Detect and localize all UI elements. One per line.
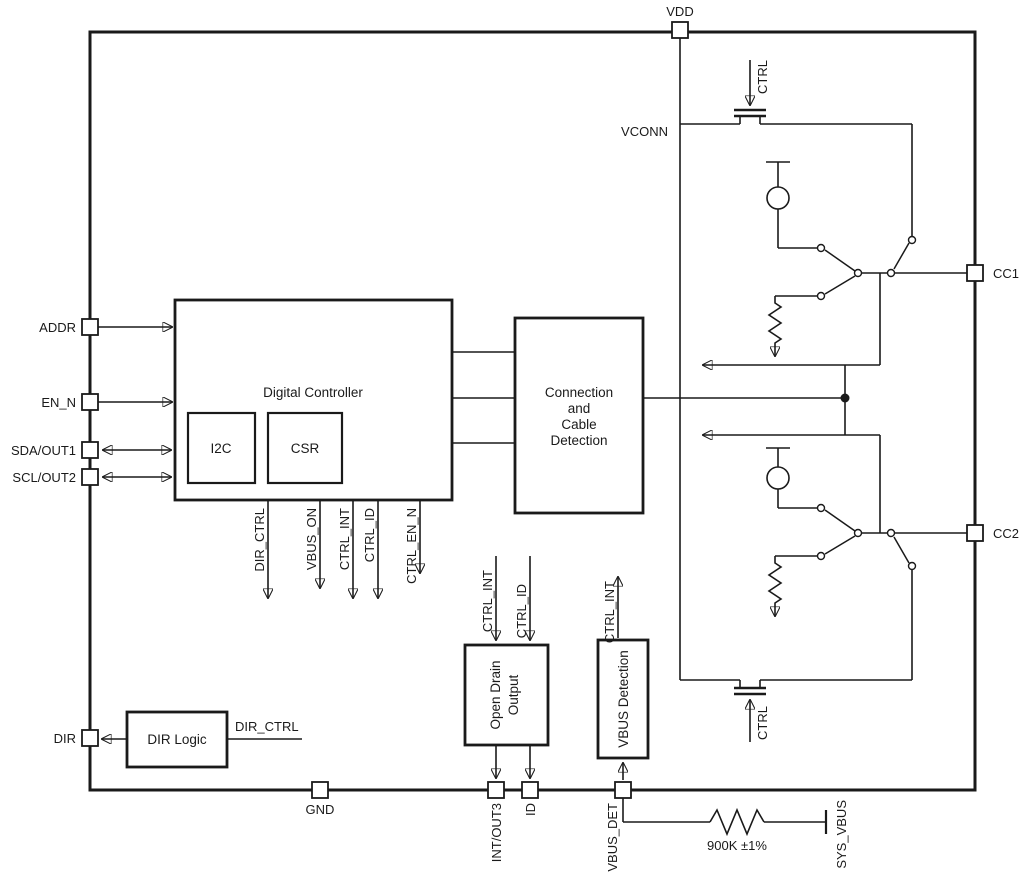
vdd-pin-label: VDD: [666, 4, 693, 19]
pin-cc2: CC2: [966, 524, 1019, 542]
switch-blade-cc1-rd: [824, 275, 856, 295]
ctrl-int-output-label: CTRL_INT: [602, 581, 617, 643]
switch-blade-cc1-rp: [824, 249, 856, 272]
current-source-cc2: [766, 466, 790, 490]
dir-logic-io: DIR_CTRL: [102, 719, 302, 739]
open-drain-output-block: Open Drain Output: [463, 643, 550, 747]
open-drain-label-line1: Open Drain: [488, 660, 503, 729]
vbus-det-pin-label: VBUS_DET: [605, 803, 620, 872]
ctrl-id-input-label: CTRL_ID: [514, 584, 529, 638]
dir-ctrl-signal-label: DIR_CTRL: [252, 508, 267, 572]
dir-logic-block: DIR Logic: [125, 710, 229, 769]
resistor-900k: [709, 807, 765, 837]
digital-controller-label: Digital Controller: [263, 385, 363, 400]
ctrl-en-n-signal-label: CTRL_EN_N: [404, 508, 419, 584]
junction-dot: [840, 393, 850, 403]
pin-dir: DIR: [54, 729, 99, 747]
vbus-detection-label: VBUS Detection: [616, 650, 631, 748]
switch-blade-cc2-rp: [824, 509, 856, 532]
mosfet-symbol-bottom: [680, 679, 912, 742]
pin-sda-out1: SDA/OUT1: [11, 441, 99, 459]
connection-label-line3: Cable: [561, 417, 596, 432]
ctrl-label-bottom: CTRL: [755, 706, 770, 740]
sys-vbus-label: SYS_VBUS: [834, 800, 849, 869]
switch-blade-cc1-vconn: [893, 242, 910, 270]
resistor-cc1: [767, 296, 783, 347]
switch-blade-cc2-vconn: [893, 536, 910, 564]
vbus-on-signal-label: VBUS_ON: [304, 508, 319, 570]
id-pin-label: ID: [523, 803, 538, 816]
vbus-detection-io: CTRL_INT 900K ±1% SYS_VBUS: [602, 577, 849, 869]
left-pin-wires: [98, 327, 172, 477]
cc2-pin-label: CC2: [993, 526, 1019, 541]
gnd-pin-label: GND: [306, 802, 335, 817]
cc1-pin-label: CC1: [993, 266, 1019, 281]
sda-out1-pin-label: SDA/OUT1: [11, 443, 76, 458]
pin-id: ID: [521, 781, 539, 816]
open-drain-io: CTRL_INT CTRL_ID: [480, 556, 530, 778]
pin-en-n: EN_N: [41, 393, 99, 411]
connection-label-line1: Connection: [545, 385, 613, 400]
dir-pin-label: DIR: [54, 731, 76, 746]
detection-cc-link: [643, 365, 850, 435]
csr-label: CSR: [291, 441, 320, 456]
resistor-cc2: [767, 556, 783, 607]
pin-int-out3: INT/OUT3: [487, 781, 505, 862]
csr-block: CSR: [266, 411, 344, 485]
pin-vbus-det: VBUS_DET: [605, 781, 632, 872]
ctrl-id-signal-label: CTRL_ID: [362, 508, 377, 562]
pin-vdd: VDD: [666, 4, 694, 39]
digital-controller-block: Digital Controller I2C CSR: [173, 298, 454, 502]
mosfet-symbol-top: [680, 60, 912, 125]
open-drain-label-line2: Output: [506, 674, 521, 715]
pin-scl-out2: SCL/OUT2: [12, 468, 99, 486]
connection-label-line4: Detection: [550, 433, 607, 448]
connection-cable-detection-block: Connection and Cable Detection: [513, 316, 645, 515]
resistor-value-label: 900K ±1%: [707, 838, 767, 853]
switch-blade-cc2-rd: [824, 535, 856, 555]
controller-detection-bus: [452, 351, 515, 444]
current-source-cc1: [766, 186, 790, 210]
controller-output-signals: DIR_CTRL VBUS_ON CTRL_INT CTRL_ID CTRL_E…: [252, 501, 420, 598]
vconn-label: VCONN: [621, 124, 668, 139]
ctrl-int-signal-label: CTRL_INT: [337, 508, 352, 570]
connection-label-line2: and: [568, 401, 591, 416]
cc2-network: [703, 435, 967, 680]
i2c-block: I2C: [186, 411, 257, 485]
dir-logic-label: DIR Logic: [147, 732, 207, 747]
dir-ctrl-wire-label: DIR_CTRL: [235, 719, 299, 734]
pin-cc1: CC1: [966, 264, 1019, 282]
addr-pin-label: ADDR: [39, 320, 76, 335]
scl-out2-pin-label: SCL/OUT2: [12, 470, 76, 485]
vbus-detection-block: VBUS Detection: [596, 638, 650, 760]
i2c-label: I2C: [210, 441, 231, 456]
ctrl-int-input-label: CTRL_INT: [480, 570, 495, 632]
pin-gnd: GND: [306, 781, 335, 817]
vconn-power-path: CTRL VCONN CTRL: [621, 38, 912, 742]
pin-addr: ADDR: [39, 318, 99, 336]
en-n-pin-label: EN_N: [41, 395, 76, 410]
int-out3-pin-label: INT/OUT3: [489, 803, 504, 862]
ctrl-label-top: CTRL: [755, 60, 770, 94]
cc1-network: [703, 124, 967, 365]
